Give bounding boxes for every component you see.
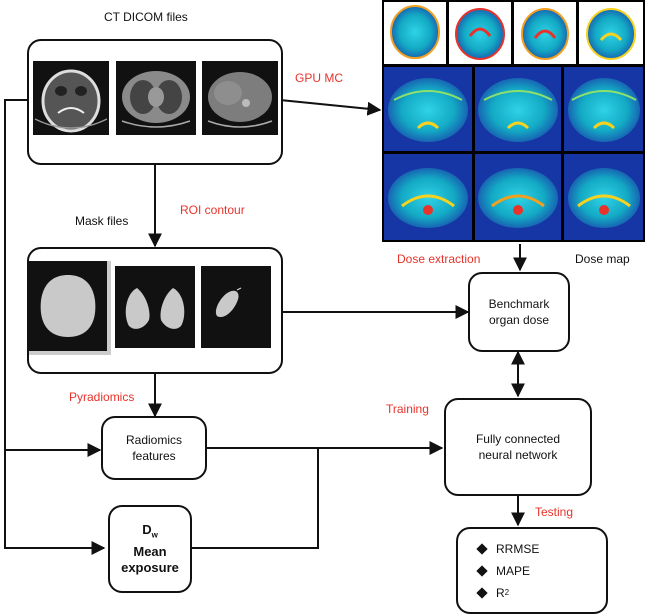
diamond-bullet-icon <box>476 586 488 599</box>
dose-map-tile-row-2 <box>384 67 643 151</box>
dw-line-1: Dw <box>121 522 179 544</box>
mask-liver <box>201 266 271 348</box>
label-roi-contour: ROI contour <box>180 203 245 217</box>
label-dose-extraction: Dose extraction <box>397 252 481 266</box>
metric-mape: MAPE <box>476 563 539 579</box>
radiomics-features-box: Radiomics features <box>101 416 207 480</box>
label-pyradiomics: Pyradiomics <box>69 390 135 404</box>
benchmark-line-1: Benchmark <box>488 297 550 311</box>
metric-rrmse: RRMSE <box>476 541 539 557</box>
dw-line-2: Mean <box>133 543 167 559</box>
dose-map-image <box>382 0 645 242</box>
label-gpu-mc: GPU MC <box>295 71 343 85</box>
label-ct-dicom-files: CT DICOM files <box>104 10 188 24</box>
label-testing: Testing <box>535 505 574 519</box>
label-dose-map: Dose map <box>575 252 630 266</box>
mask-files-box <box>27 247 283 374</box>
ct-scan-head <box>33 61 109 135</box>
fully-connected-nn-box: Fully connected neural network <box>444 398 592 496</box>
radiomics-line-1: Radiomics <box>125 433 182 447</box>
benchmark-line-2: organ dose <box>488 313 550 327</box>
fcnn-line-2: neural network <box>478 448 558 462</box>
ct-dicom-box <box>27 39 283 165</box>
ct-scan-chest <box>116 61 196 135</box>
ct-scan-abdomen <box>202 61 278 135</box>
fcnn-line-1: Fully connected <box>475 432 561 446</box>
arrow-ct-to-dose-map <box>279 99 382 116</box>
benchmark-organ-dose-box: Benchmark organ dose <box>468 272 570 352</box>
diamond-bullet-icon <box>476 542 488 555</box>
dw-mean-exposure-box: Dw Mean exposure <box>108 505 192 593</box>
dw-symbol: D <box>142 522 152 538</box>
label-training: Training <box>386 402 429 416</box>
mask-head <box>29 261 111 355</box>
mask-lungs <box>115 266 195 348</box>
dose-map-tile-row-1 <box>384 2 643 64</box>
diamond-bullet-icon <box>476 564 488 577</box>
radiomics-line-2: features <box>132 449 176 463</box>
dw-subscript: w <box>151 530 158 540</box>
line-dw-to-join <box>192 448 319 549</box>
dw-line-3: exposure <box>121 559 179 575</box>
line-ct-left-branch <box>4 99 106 555</box>
label-mask-files: Mask files <box>75 214 129 228</box>
dose-map-tile-row-3 <box>384 154 643 240</box>
